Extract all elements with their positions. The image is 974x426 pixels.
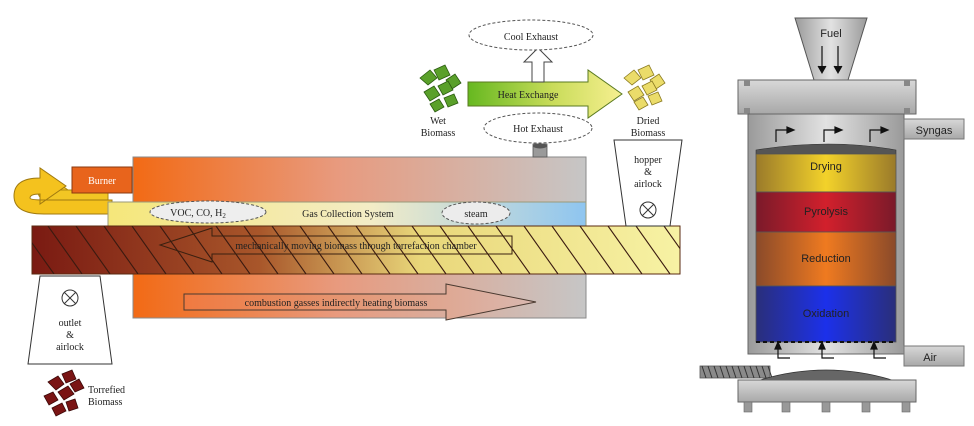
screw-flight-line [47, 226, 83, 274]
syngas-pipe: Syngas [903, 118, 965, 140]
burner-return-arrow [13, 167, 113, 215]
torrefied-biomass-line-2: Biomass [88, 397, 123, 408]
dried-biomass-line-2: Biomass [631, 128, 666, 139]
ash-screw-line [743, 365, 749, 379]
outlet-airlock: outlet & airlock [27, 275, 113, 365]
heat-exchange-arrow: Heat Exchange [467, 69, 623, 119]
screw-flight-line [327, 226, 363, 274]
steam-label: steam [464, 209, 488, 220]
ash-screw-line [707, 365, 713, 379]
screw-flight-line [439, 226, 475, 274]
moving-biomass-arrow: mechanically moving biomass through torr… [158, 227, 513, 263]
ash-screw-line [719, 365, 725, 379]
screw-flight-line [523, 226, 559, 274]
outlet-line-2: & [66, 330, 74, 341]
screw-flight-line [495, 226, 531, 274]
screw-flight-line [411, 226, 447, 274]
wet-biomass-line-2: Biomass [421, 128, 456, 139]
screw-flight-line [103, 226, 139, 274]
screw-conveyor [31, 225, 726, 275]
hot-exhaust-cloud: Hot Exhaust [483, 112, 593, 144]
voc-subscript: 2 [222, 212, 226, 220]
hopper-line-2: & [644, 167, 652, 178]
hopper-line-3: airlock [634, 179, 662, 190]
wet-biomass-icon [419, 64, 462, 113]
exhaust-up-arrow [522, 47, 554, 83]
outlet-line-3: airlock [56, 342, 84, 353]
hot-exhaust-label: Hot Exhaust [513, 124, 563, 135]
steam-cloud: steam [441, 201, 511, 225]
hopper-line-1: hopper [634, 155, 662, 166]
fuel-bed-top [755, 143, 897, 155]
top-flange [737, 79, 917, 115]
torrefied-biomass-icon [43, 369, 85, 417]
screw-flight-line [243, 226, 279, 274]
ash-screw-line [725, 365, 731, 379]
zone-oxidation-label: Oxidation [803, 308, 849, 320]
voc-label: VOC, CO, H [170, 208, 222, 219]
moving-biomass-label: mechanically moving biomass through torr… [235, 241, 477, 252]
zone-reduction-label: Reduction [801, 253, 851, 265]
zone-drying: Drying [755, 153, 897, 193]
zone-pyrolysis: Pyrolysis [755, 191, 897, 233]
exhaust-chimney [532, 143, 548, 158]
cool-exhaust-cloud: Cool Exhaust [468, 19, 594, 51]
air-pipe: Air [903, 345, 965, 367]
screw-flight-line [32, 241, 55, 274]
outlet-line-1: outlet [59, 318, 82, 329]
dried-biomass-line-1: Dried [637, 116, 660, 127]
syngas-arrows [775, 126, 890, 142]
syngas-label: Syngas [916, 125, 953, 137]
screw-flight-line [607, 226, 643, 274]
zone-reduction: Reduction [755, 231, 897, 287]
zone-oxidation: Oxidation [755, 285, 897, 343]
bottom-flange [737, 369, 917, 413]
screw-flight-line [467, 226, 503, 274]
ash-screw-line [761, 365, 767, 379]
fuel-label: Fuel [820, 28, 841, 40]
burner-box [71, 166, 133, 194]
cool-exhaust-label: Cool Exhaust [504, 32, 558, 43]
screw-flight-line [551, 226, 587, 274]
ash-screw-line [767, 365, 773, 379]
screw-flight-line [663, 226, 680, 250]
combustion-arrow: combustion gasses indirectly heating bio… [183, 283, 537, 321]
heat-exchange-label: Heat Exchange [498, 90, 559, 101]
wet-biomass-line-1: Wet [430, 116, 446, 127]
hopper-airlock: hopper & airlock [613, 139, 683, 227]
torrefied-biomass-line-1: Torrefied [88, 385, 125, 396]
ash-screw [699, 365, 773, 379]
burner-label: Burner [88, 176, 116, 187]
ash-screw-line [731, 365, 737, 379]
screw-flight-line [299, 226, 335, 274]
screw-flight-line [383, 226, 419, 274]
screw-flight-line [579, 226, 615, 274]
screw-flight-line [75, 226, 111, 274]
ash-screw-line [755, 365, 761, 379]
air-label: Air [923, 352, 937, 364]
screw-flight-line [159, 226, 195, 274]
ash-screw-line [713, 365, 719, 379]
svg-text:VOC, CO, H2: VOC, CO, H2 [170, 208, 226, 220]
voc-cloud: VOC, CO, H2 [149, 200, 267, 224]
screw-flight-line [131, 226, 167, 274]
combustion-label: combustion gasses indirectly heating bio… [245, 298, 428, 309]
dried-biomass-icon [623, 64, 666, 111]
screw-flight-line [355, 226, 391, 274]
zone-drying-label: Drying [810, 161, 842, 173]
screw-flight-line [635, 226, 671, 274]
ash-screw-line [749, 365, 755, 379]
air-arrows [774, 340, 886, 359]
screw-flight-line [271, 226, 307, 274]
ash-screw-line [737, 365, 743, 379]
screw-flight-line [692, 226, 726, 274]
ash-screw-line [701, 365, 707, 379]
zone-pyrolysis-label: Pyrolysis [804, 206, 849, 218]
fuel-hopper: Fuel [794, 17, 868, 81]
gas-collection-label: Gas Collection System [302, 209, 394, 220]
screw-flight-line [215, 226, 251, 274]
